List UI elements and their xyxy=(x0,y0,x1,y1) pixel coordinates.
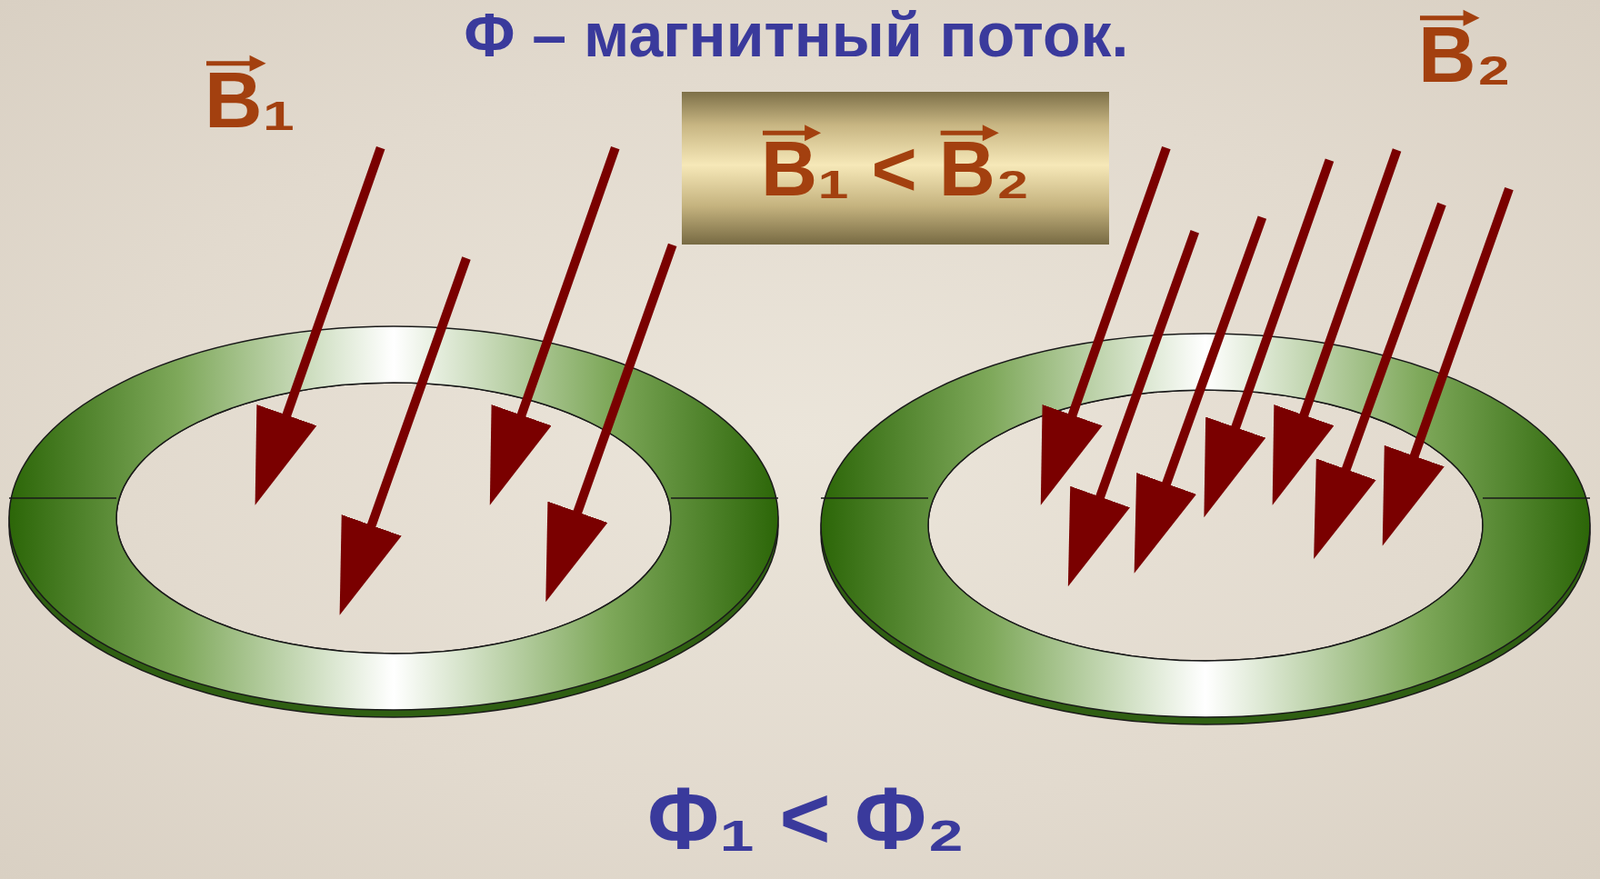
caption-holder: Φ₁ < Φ₂ xyxy=(647,774,965,862)
title-holder: Φ – магнитный поток. xyxy=(464,3,1130,66)
label-holder: B₂ xyxy=(1418,14,1512,95)
vector-label: B₂ xyxy=(1418,14,1512,95)
diagram-caption: Φ₁ < Φ₂ xyxy=(647,774,965,862)
conductor-ring xyxy=(9,326,779,718)
conductor-ring xyxy=(820,333,1590,725)
diagram-title: Φ – магнитный поток. xyxy=(464,3,1130,66)
comparison-box: B₁ < B₂ xyxy=(681,91,1110,245)
label-holder: B₁ xyxy=(204,60,296,140)
box-text: B₁ < B₂ xyxy=(760,129,1030,208)
vector-label: B₁ xyxy=(204,60,296,140)
